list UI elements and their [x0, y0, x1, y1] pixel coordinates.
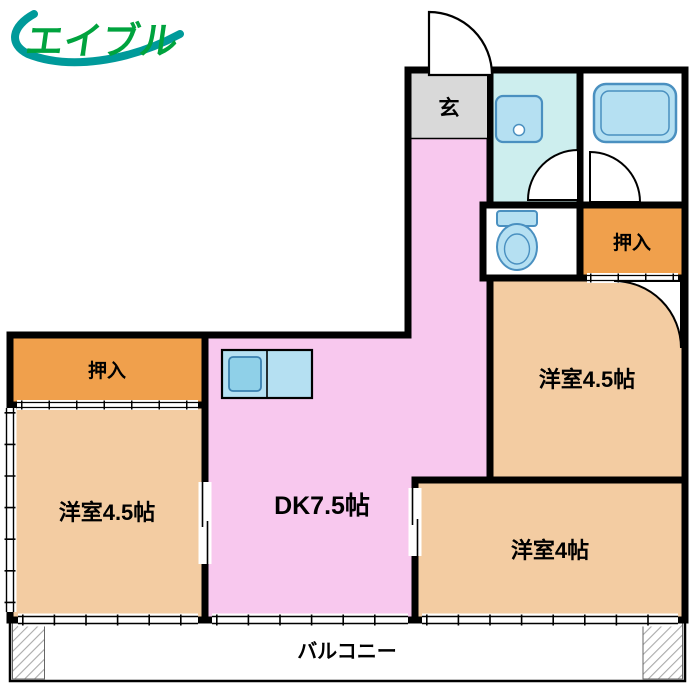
label-balcony: バルコニー [297, 640, 397, 663]
logo-text: エイブル [23, 19, 181, 64]
label-dk: DK7.5帖 [274, 492, 370, 520]
label-bedroom-bottom: 洋室4帖 [511, 538, 589, 563]
toilet-icon [496, 210, 538, 271]
door-swing-entrance [427, 10, 494, 77]
door-swing-bathroom [589, 150, 642, 203]
door-swing-bedroom-right [613, 280, 682, 349]
window-symbol-left-wall [3, 408, 17, 612]
balcony-hatch-right [642, 622, 683, 680]
label-bedroom-right: 洋室4.5帖 [539, 367, 636, 392]
label-genkan: 玄 [439, 96, 460, 120]
genkan-floor [411, 73, 487, 139]
washbasin-icon [494, 94, 544, 144]
window-symbol-balcony-center [212, 613, 408, 627]
kitchen-sink-icon [228, 356, 262, 392]
sliding-door-bedroom-bottom [408, 488, 422, 556]
label-closet-left: 押入 [88, 359, 126, 382]
balcony-hatch-left [12, 622, 45, 680]
kitchen-counter [220, 348, 314, 400]
logo-swoosh-icon [11, 10, 184, 67]
label-closet-right: 押入 [613, 231, 651, 254]
label-bedroom-left: 洋室4.5帖 [59, 500, 156, 525]
sliding-door-bedroom-left [198, 482, 212, 564]
room-bedroom-bottom [411, 476, 689, 624]
door-swing-washroom [526, 148, 579, 201]
fusuma-symbol-closet-left [17, 400, 198, 410]
window-symbol-balcony-left [18, 613, 198, 627]
bathtub-icon [592, 82, 678, 144]
able-logo: エイブル [11, 10, 184, 67]
window-symbol-balcony-right [422, 613, 678, 627]
balcony-area [8, 618, 687, 683]
room-closet-left [6, 331, 209, 409]
